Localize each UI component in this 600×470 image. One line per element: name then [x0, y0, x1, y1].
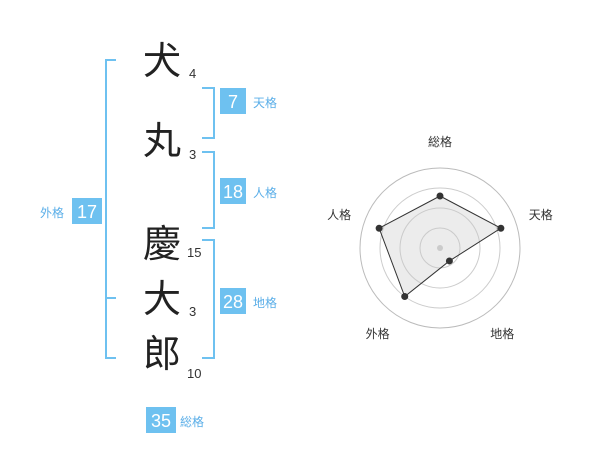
- radar-axis-label-2: 天格: [529, 207, 553, 222]
- stroke-count-4: 3: [189, 304, 196, 319]
- radar-axis-label-5: 人格: [327, 207, 351, 222]
- jinkaku-value: 18: [223, 182, 243, 202]
- chikaku-label: 地格: [253, 295, 277, 310]
- tenkaku-label: 天格: [253, 95, 277, 110]
- stroke-count-2: 3: [189, 147, 196, 162]
- radar-ring-2: [399, 207, 481, 289]
- chikaku-bracket: [202, 239, 215, 359]
- radar-axis-label-4: 外格: [366, 326, 390, 341]
- name-char-3: 慶: [143, 222, 181, 266]
- radar-point-3: [445, 257, 453, 265]
- chikaku-value: 28: [223, 292, 243, 312]
- soukaku-label: 総格: [180, 414, 204, 429]
- tenkaku-bracket: [202, 87, 215, 139]
- jinkaku-label: 人格: [253, 185, 277, 200]
- tenkaku-value: 7: [228, 92, 238, 112]
- soukaku-value: 35: [151, 411, 171, 431]
- soukaku-badge: 35 総格: [146, 407, 204, 433]
- radar-axis-label-3: 地格: [490, 326, 514, 341]
- stroke-count-1: 4: [189, 66, 196, 81]
- radar-ring-4: [359, 167, 521, 329]
- stroke-count-3: 15: [187, 245, 201, 260]
- name-char-4: 大: [143, 277, 181, 321]
- name-char-1: 犬: [143, 39, 181, 83]
- radar-center: [437, 245, 443, 251]
- radar-point-1: [436, 192, 444, 200]
- jinkaku-bracket: [202, 151, 215, 229]
- radar-point-2: [497, 224, 505, 232]
- radar-point-5: [375, 224, 383, 232]
- radar-ring-3: [379, 187, 501, 309]
- radar-point-4: [401, 293, 409, 301]
- name-char-5: 郎: [143, 332, 181, 376]
- gaikaku-badge: 外格 17: [40, 198, 102, 224]
- jinkaku-badge: 18 人格: [220, 178, 277, 204]
- gaikaku-value: 17: [77, 202, 97, 222]
- radar-area: [378, 195, 502, 298]
- gaikaku-bracket: [105, 59, 116, 359]
- stroke-count-5: 10: [187, 366, 201, 381]
- chikaku-badge: 28 地格: [220, 288, 277, 314]
- name-char-2: 丸: [143, 119, 181, 163]
- radar-axis-label-1: 総格: [428, 134, 452, 149]
- tenkaku-badge: 7 天格: [220, 88, 277, 114]
- gaikaku-label: 外格: [40, 205, 64, 220]
